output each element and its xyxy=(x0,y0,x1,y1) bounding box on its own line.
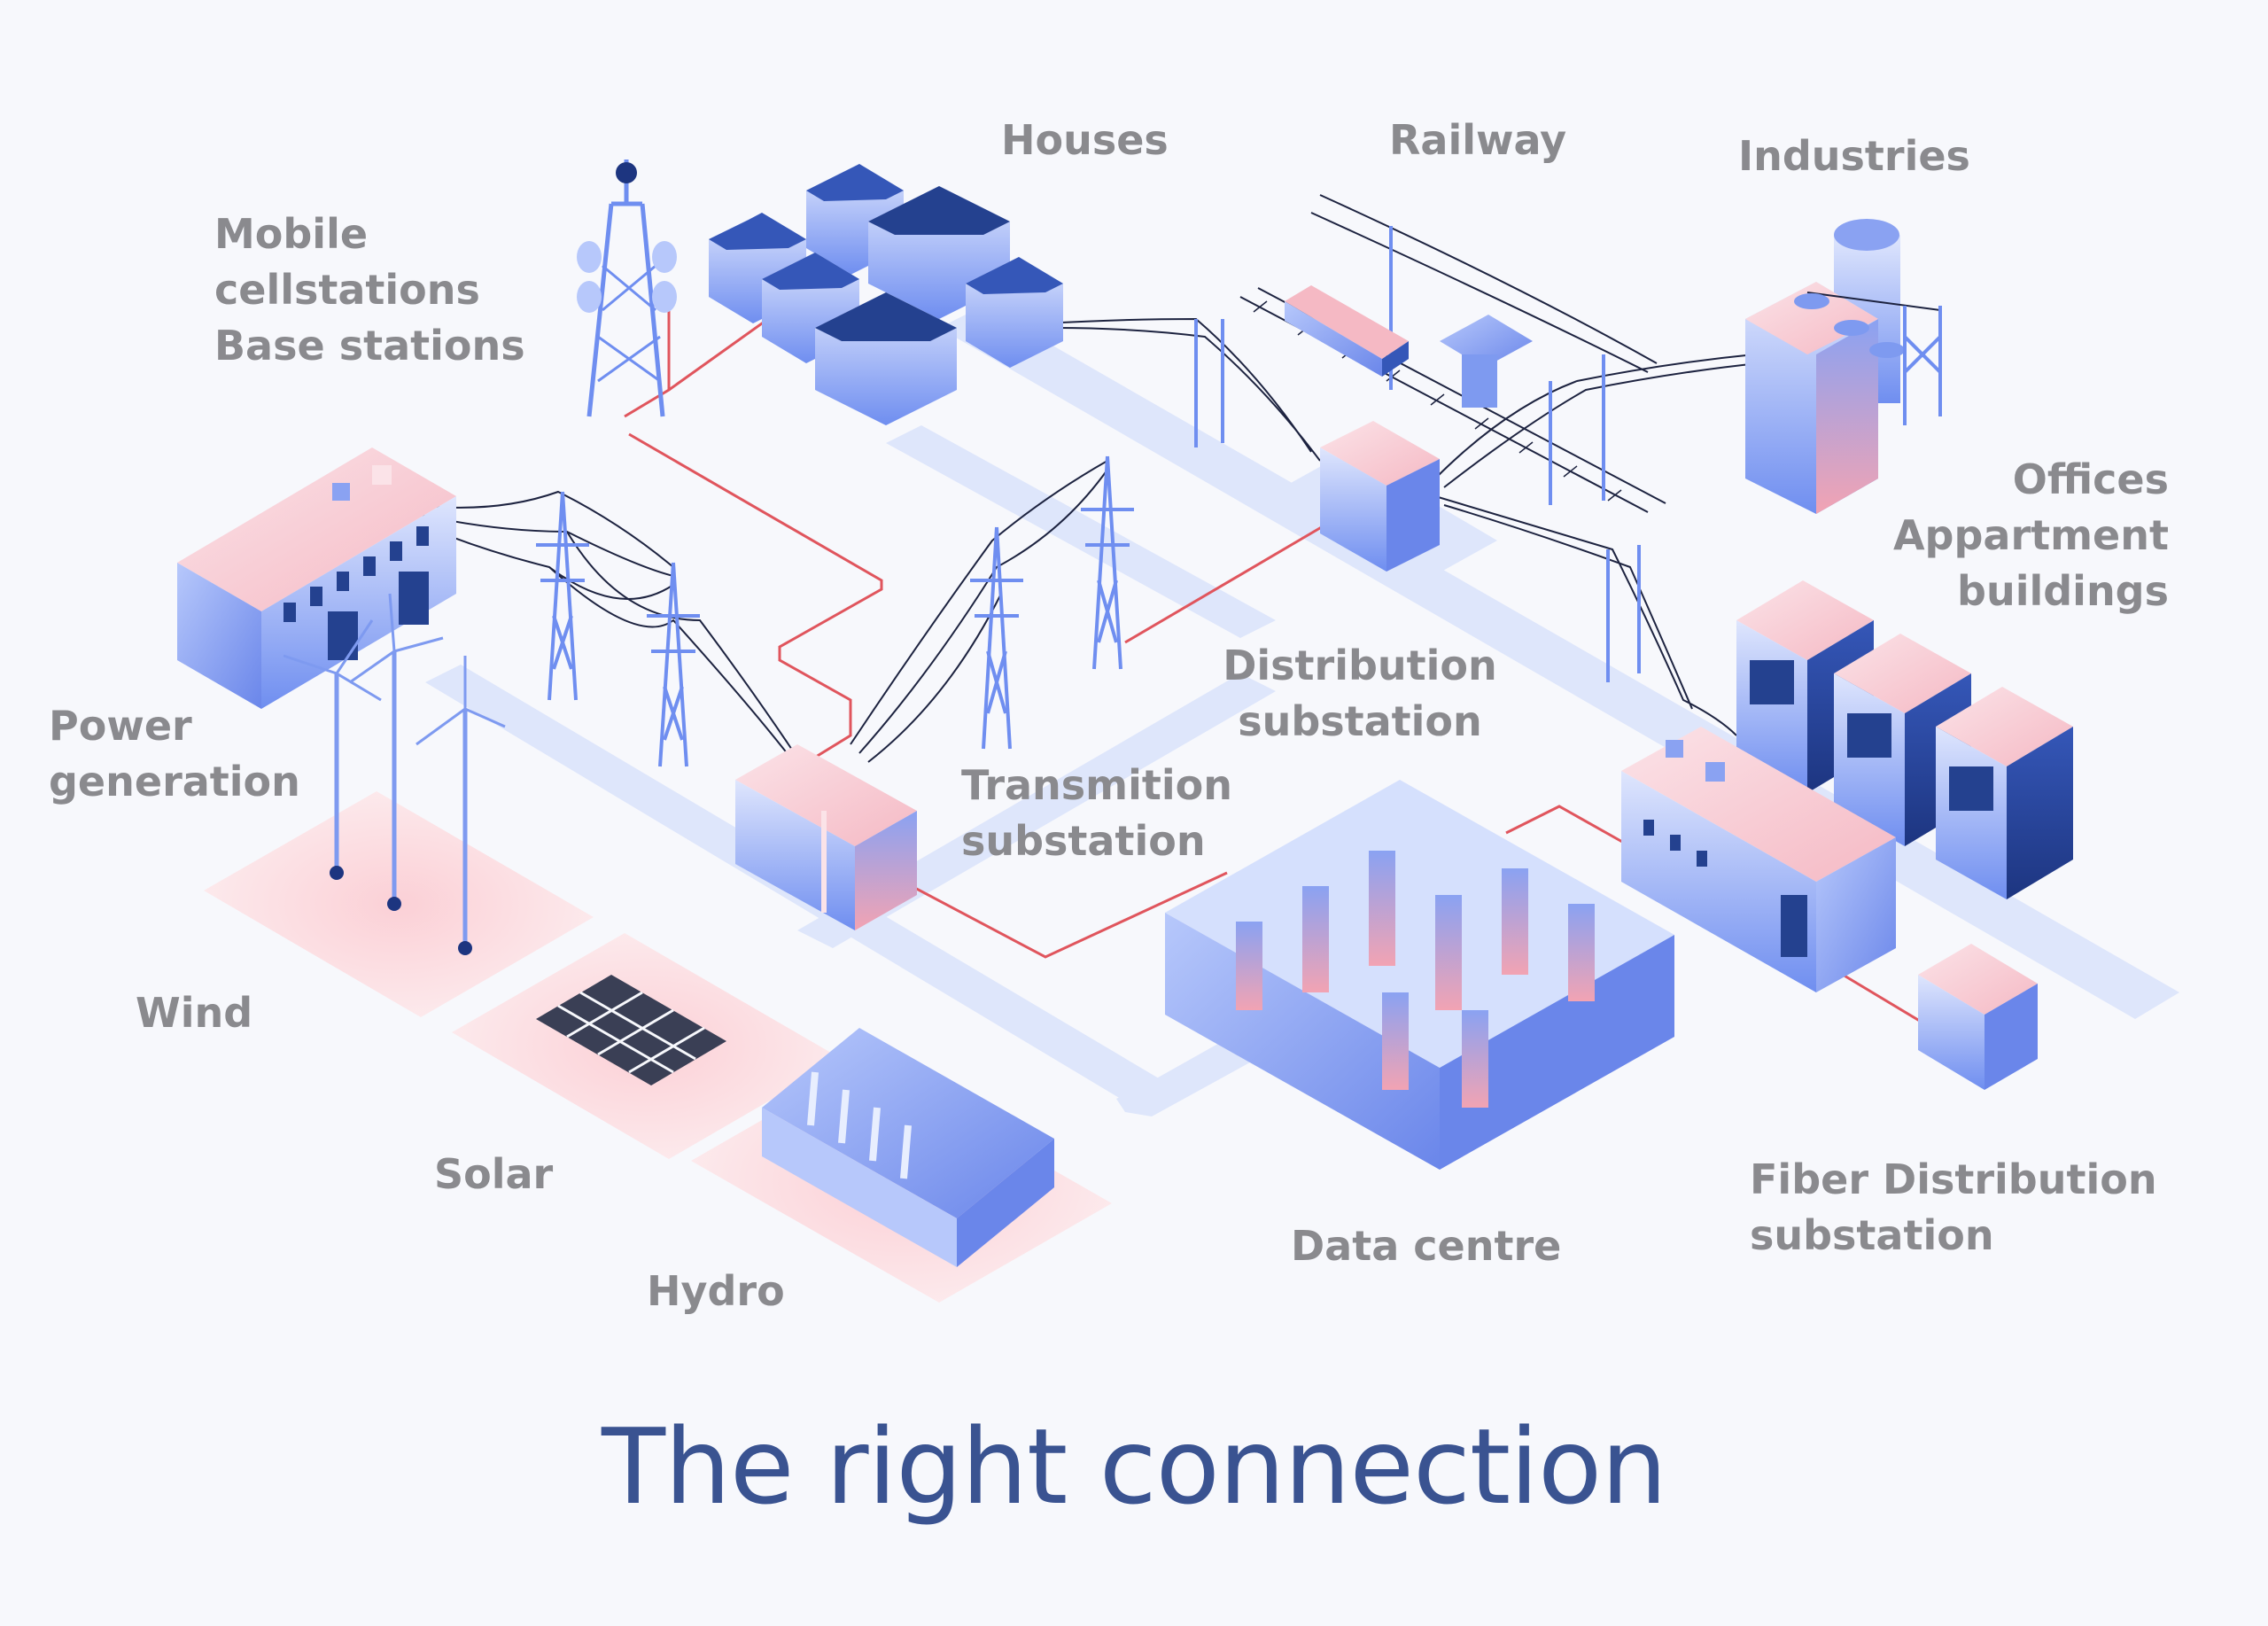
label-power-generation: Power generation xyxy=(49,702,300,805)
train-icon xyxy=(1285,285,1409,377)
houses-icon xyxy=(709,164,1063,425)
station-shelter-icon xyxy=(1440,315,1533,408)
page-title: The right connection xyxy=(602,1405,1667,1528)
data-centre-icon xyxy=(1165,780,1674,1170)
distribution-substation-icon xyxy=(1320,421,1440,572)
wind-turbine-icon xyxy=(283,593,506,955)
hydro-dam-icon xyxy=(762,1028,1054,1267)
substation-icon xyxy=(735,744,917,930)
label-hydro: Hydro xyxy=(647,1267,785,1315)
power-plant-icon xyxy=(177,447,456,709)
label-data-centre: Data centre xyxy=(1291,1222,1562,1270)
label-wind: Wind xyxy=(136,989,253,1037)
solar-panel-icon xyxy=(536,975,726,1085)
office-building-icon xyxy=(1621,580,2073,992)
cell-tower-icon xyxy=(577,159,677,417)
pylon-icon xyxy=(536,226,1641,767)
label-offices: Offices Appartment buildings xyxy=(1892,455,2169,615)
label-houses: Houses xyxy=(1001,116,1169,164)
label-railway: Railway xyxy=(1389,116,1567,164)
label-solar: Solar xyxy=(434,1150,554,1198)
industry-icon xyxy=(1745,219,1942,514)
label-industries: Industries xyxy=(1738,132,1970,180)
label-mobile-cellstations: Mobile cellstations Base stations xyxy=(214,210,525,370)
fiber-substation-icon xyxy=(1918,944,2038,1090)
red-cables xyxy=(624,288,1932,1030)
label-transmition-substation: Transmition substation xyxy=(961,761,1232,865)
label-fiber-distribution-substation: Fiber Distribution substation xyxy=(1750,1155,2157,1259)
label-distribution-substation: Distribution substation xyxy=(1223,642,1497,745)
